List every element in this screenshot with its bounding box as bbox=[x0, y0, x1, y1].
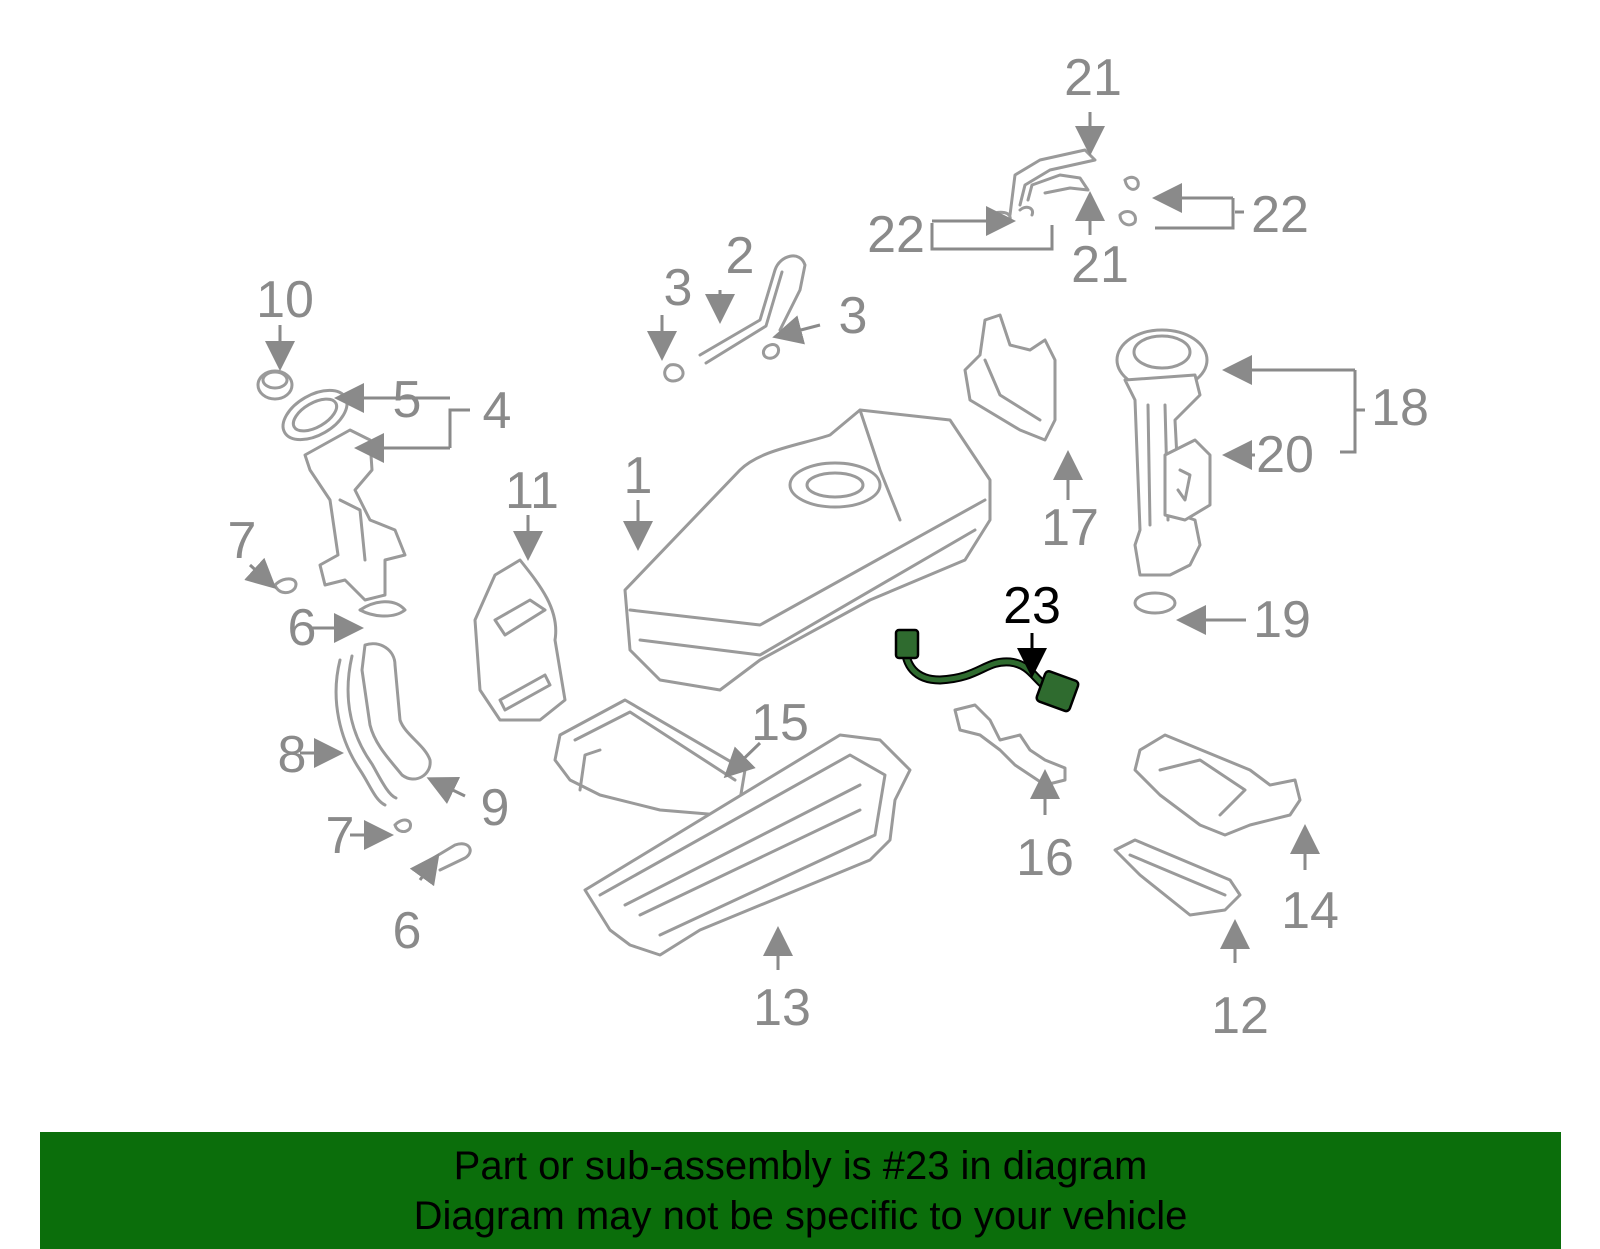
callout-9: 9 bbox=[481, 779, 510, 837]
part-20-sending-unit bbox=[1163, 438, 1212, 522]
callout-5: 5 bbox=[393, 371, 422, 429]
callout-7-lower: 7 bbox=[326, 807, 355, 865]
part-9-filler-hose bbox=[360, 642, 432, 781]
callout-3-left: 3 bbox=[664, 259, 693, 317]
banner-line-1: Part or sub-assembly is #23 in diagram bbox=[453, 1143, 1148, 1188]
part-18-fuel-pump-module bbox=[1115, 328, 1209, 577]
callout-12: 12 bbox=[1211, 987, 1269, 1045]
leader-lines bbox=[244, 112, 1365, 970]
callout-20: 20 bbox=[1256, 426, 1314, 484]
callout-23: 23 bbox=[1003, 577, 1061, 635]
part-10-fuel-cap bbox=[256, 369, 294, 401]
part-17-heat-shield bbox=[963, 313, 1057, 442]
callout-14: 14 bbox=[1281, 882, 1339, 940]
part-13-skid-plate bbox=[583, 733, 912, 957]
part-4-filler-neck bbox=[303, 428, 407, 602]
part-23-wiring-harness bbox=[894, 628, 1080, 713]
part-3-clamp-a bbox=[663, 363, 685, 383]
callout-21-bottom: 21 bbox=[1071, 236, 1129, 294]
banner-line-2: Diagram may not be specific to your vehi… bbox=[413, 1193, 1188, 1238]
part-6-clamp-upper bbox=[358, 600, 407, 618]
part-15-bracket bbox=[553, 698, 747, 817]
part-1-fuel-tank bbox=[623, 408, 992, 692]
callout-11: 11 bbox=[505, 462, 559, 520]
part-19-o-ring bbox=[1133, 591, 1177, 615]
part-8-vent-hose bbox=[334, 654, 398, 807]
callout-2: 2 bbox=[726, 227, 755, 285]
part-14-heat-shield bbox=[1133, 733, 1302, 837]
part-2-vent-hose bbox=[698, 254, 807, 365]
callout-8: 8 bbox=[278, 726, 307, 784]
callout-6-upper: 6 bbox=[288, 599, 317, 657]
part-16-bracket bbox=[953, 703, 1067, 787]
callout-17: 17 bbox=[1041, 499, 1099, 557]
part-21-vent-hoses bbox=[1008, 148, 1097, 217]
part-12-heat-shield bbox=[1113, 838, 1242, 917]
callout-7-upper: 7 bbox=[228, 512, 257, 570]
part-3-clamp-b bbox=[762, 343, 780, 360]
callouts: 1 2 3 3 4 5 6 6 7 7 8 9 10 11 12 13 14 1… bbox=[228, 49, 1429, 1045]
part-22-clamps-right bbox=[1118, 175, 1140, 227]
callout-15: 15 bbox=[751, 694, 809, 752]
info-banner: Part or sub-assembly is #23 in diagram D… bbox=[40, 1132, 1561, 1249]
callout-6-lower: 6 bbox=[393, 902, 422, 960]
part-6-clamp-lower bbox=[428, 842, 472, 872]
callout-21-top: 21 bbox=[1064, 49, 1122, 107]
callout-1: 1 bbox=[624, 447, 653, 505]
callout-16: 16 bbox=[1016, 829, 1074, 887]
callout-18: 18 bbox=[1371, 379, 1429, 437]
callout-19: 19 bbox=[1253, 591, 1311, 649]
callout-22-right: 22 bbox=[1251, 186, 1309, 244]
part-11-heat-shield bbox=[473, 558, 567, 722]
callout-3-right: 3 bbox=[839, 287, 868, 345]
callout-4: 4 bbox=[483, 382, 512, 440]
part-7-clip-lower bbox=[393, 818, 412, 834]
callout-22-left: 22 bbox=[867, 206, 925, 264]
part-7-clip-upper bbox=[273, 577, 298, 594]
callout-10: 10 bbox=[256, 271, 314, 329]
callout-13: 13 bbox=[753, 979, 811, 1037]
